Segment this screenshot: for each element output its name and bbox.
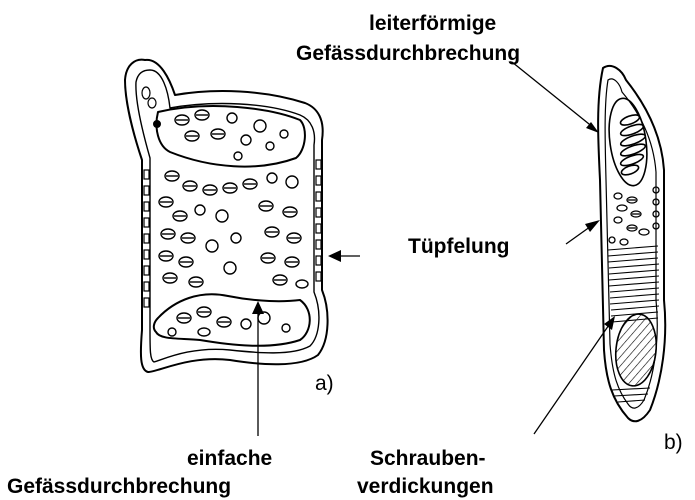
label-pitting: Tüpfelung <box>408 236 509 257</box>
arrowhead-pitting-b <box>585 220 600 232</box>
vessel-b-lower-perforation <box>612 312 659 388</box>
panel-label-a: a) <box>315 373 334 394</box>
vessel-b-pits <box>609 187 659 245</box>
arrowhead-pitting-a <box>328 250 341 262</box>
label-ladder-perforation-line1: leiterförmige <box>369 13 496 34</box>
vessel-element-a <box>125 60 328 372</box>
scalariform-perforation-plate <box>604 96 652 188</box>
label-simple-perforation-line2: Gefässdurchbrechung <box>7 476 231 497</box>
pointer-spiral <box>534 322 611 434</box>
label-spiral-thickenings-line1: Schrauben- <box>370 448 486 469</box>
label-ladder-perforation-line2: Gefässdurchbrechung <box>296 43 520 64</box>
label-spiral-thickenings-line2: verdickungen <box>357 476 494 497</box>
label-simple-perforation-line1: einfache <box>187 448 272 469</box>
pointer-ladder <box>512 62 594 128</box>
arrowhead-simple <box>252 301 264 314</box>
panel-label-b: b) <box>664 432 683 453</box>
